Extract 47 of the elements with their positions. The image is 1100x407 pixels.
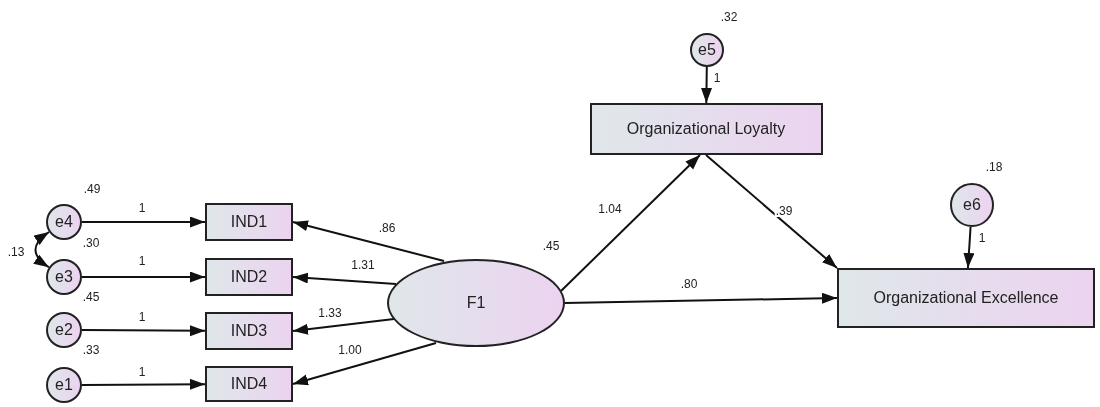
edge-label: 1 <box>977 232 987 244</box>
observed-variable-box: IND4 <box>205 366 293 402</box>
path-arrow <box>292 272 397 285</box>
edge-label: 1.00 <box>337 344 363 356</box>
observed-variable-box: IND3 <box>205 312 293 350</box>
variance-label: .49 <box>83 183 101 195</box>
path-arrow <box>81 216 206 228</box>
observed-variable-box: IND1 <box>205 203 293 241</box>
edge-label: 1 <box>137 255 147 267</box>
path-arrow <box>564 292 838 304</box>
error-term-circle: e2 <box>46 312 82 348</box>
edge-label: .80 <box>679 278 699 290</box>
error-term-circle: e3 <box>46 259 82 295</box>
edge-label: 1 <box>137 311 147 323</box>
covariance-arrow <box>33 231 50 269</box>
path-arrow <box>81 271 206 283</box>
variance-label: .45 <box>542 240 560 252</box>
path-arrow <box>963 225 975 269</box>
path-arrow <box>560 154 701 292</box>
variance-label: .18 <box>985 161 1003 173</box>
path-arrow <box>292 318 395 335</box>
edge-label: 1.04 <box>597 203 623 215</box>
error-term-circle: e5 <box>690 33 724 67</box>
path-arrow <box>81 378 206 390</box>
path-arrow <box>81 325 206 337</box>
observed-variable-box: Organizational Excellence <box>837 268 1095 328</box>
edge-label: .86 <box>377 222 397 234</box>
error-term-circle: e4 <box>46 204 82 240</box>
edge-label: .39 <box>774 205 794 217</box>
observed-variable-box: IND2 <box>205 258 293 296</box>
path-arrow <box>705 154 838 269</box>
edge-label: 1.31 <box>350 259 376 271</box>
latent-variable-ellipse: F1 <box>387 259 565 347</box>
variance-label: .33 <box>82 344 100 356</box>
edge-label: .13 <box>6 246 26 258</box>
variance-label: .45 <box>82 291 100 303</box>
path-arrow <box>701 66 712 104</box>
error-term-circle: e1 <box>46 367 82 403</box>
path-arrow <box>292 342 437 386</box>
variance-label: .32 <box>720 11 738 23</box>
edge-label: 1 <box>137 202 147 214</box>
edge-label: 1.33 <box>317 307 343 319</box>
edge-label: 1 <box>712 72 722 84</box>
error-term-circle: e6 <box>950 183 994 227</box>
observed-variable-box: Organizational Loyalty <box>589 103 823 155</box>
variance-label: .30 <box>82 237 100 249</box>
edge-label: 1 <box>137 366 147 378</box>
